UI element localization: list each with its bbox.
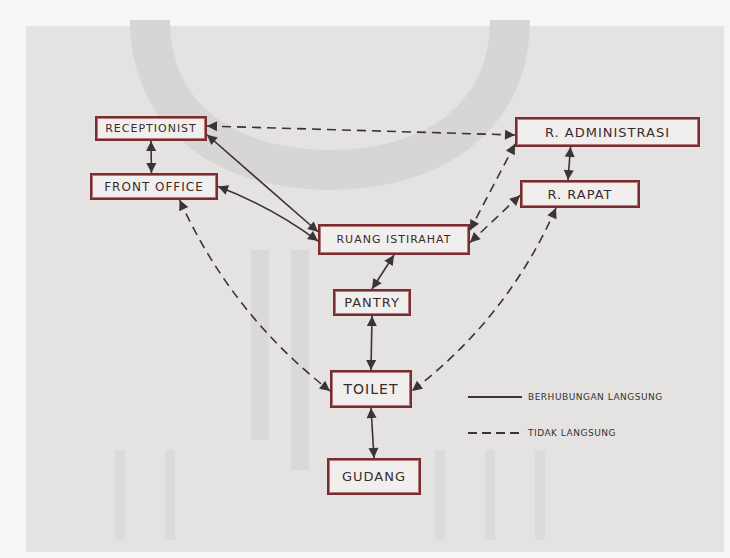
indirect-line: [470, 144, 515, 230]
legend-text: TIDAK LANGSUNG: [528, 428, 616, 438]
paper-sheet: [26, 26, 724, 552]
room-box: R. RAPAT: [520, 180, 640, 208]
legend: BERHUBUNGAN LANGSUNG TIDAK LANGSUNG: [466, 388, 663, 460]
arrow-head: [146, 163, 156, 173]
legend-row: BERHUBUNGAN LANGSUNG: [466, 388, 663, 406]
arrow-head: [509, 195, 520, 206]
relation-connector: [372, 255, 394, 289]
arrow-head: [307, 221, 318, 231]
indirect-line: [180, 200, 330, 391]
direct-line: [372, 255, 394, 289]
relation-connector: [367, 408, 379, 458]
room-name: FRONT OFFICE: [104, 180, 204, 194]
relation-connector: [207, 121, 515, 139]
room-name: TOILET: [344, 381, 399, 397]
arrow-head: [372, 278, 382, 289]
arrow-head: [146, 141, 156, 151]
room-name: PANTRY: [344, 295, 400, 310]
room-box: TOILET: [330, 370, 412, 408]
arrow-head: [565, 147, 575, 157]
indirect-line: [207, 126, 515, 135]
arrow-head: [207, 121, 217, 131]
indirect-line: [470, 195, 520, 242]
arrow-head: [366, 360, 376, 370]
arrow-head: [547, 208, 556, 219]
relation-connector: [366, 316, 377, 370]
room-name: RECEPTIONIST: [105, 122, 197, 135]
relation-connector: [218, 185, 318, 241]
legend-row: TIDAK LANGSUNG: [466, 424, 663, 442]
legend-sample: [466, 428, 524, 438]
relation-connector: [470, 144, 515, 230]
room-box: GUDANG: [327, 458, 421, 495]
relation-connector: [146, 141, 156, 173]
room-box: R. ADMINISTRASI: [515, 117, 700, 147]
arrow-head: [319, 381, 330, 391]
arrow-head: [470, 232, 481, 243]
room-name: R. ADMINISTRASI: [545, 125, 670, 140]
arrow-head: [179, 200, 188, 211]
legend-text: BERHUBUNGAN LANGSUNG: [528, 392, 663, 402]
arrow-head: [505, 130, 515, 140]
relation-connector: [470, 195, 520, 242]
relation-connector: [564, 147, 575, 180]
arrow-head: [368, 448, 378, 458]
direct-line: [218, 187, 318, 242]
arrow-head: [307, 231, 318, 241]
arrow-head: [384, 255, 394, 266]
room-name: RUANG ISTIRAHAT: [336, 233, 451, 246]
legend-sample: [466, 392, 524, 402]
legend-line: [468, 432, 522, 434]
arrow-head: [207, 135, 218, 145]
room-box: RECEPTIONIST: [95, 116, 207, 141]
arrow-head: [564, 170, 574, 180]
direct-line: [207, 135, 318, 232]
watermark-pattern: [120, 450, 540, 540]
legend-line: [468, 396, 522, 398]
arrow-head: [412, 381, 423, 391]
room-box: FRONT OFFICE: [90, 173, 218, 200]
room-name: R. RAPAT: [547, 187, 612, 202]
arrow-head: [470, 219, 479, 230]
watermark-logo: [150, 20, 510, 170]
arrow-head: [367, 408, 377, 418]
relation-connector: [179, 200, 330, 391]
arrow-head: [218, 185, 229, 194]
room-name: GUDANG: [342, 469, 406, 484]
relation-connector: [207, 135, 318, 232]
room-box: PANTRY: [333, 289, 411, 316]
arrow-head: [506, 144, 515, 155]
arrow-head: [367, 316, 377, 326]
room-box: RUANG ISTIRAHAT: [318, 224, 470, 255]
